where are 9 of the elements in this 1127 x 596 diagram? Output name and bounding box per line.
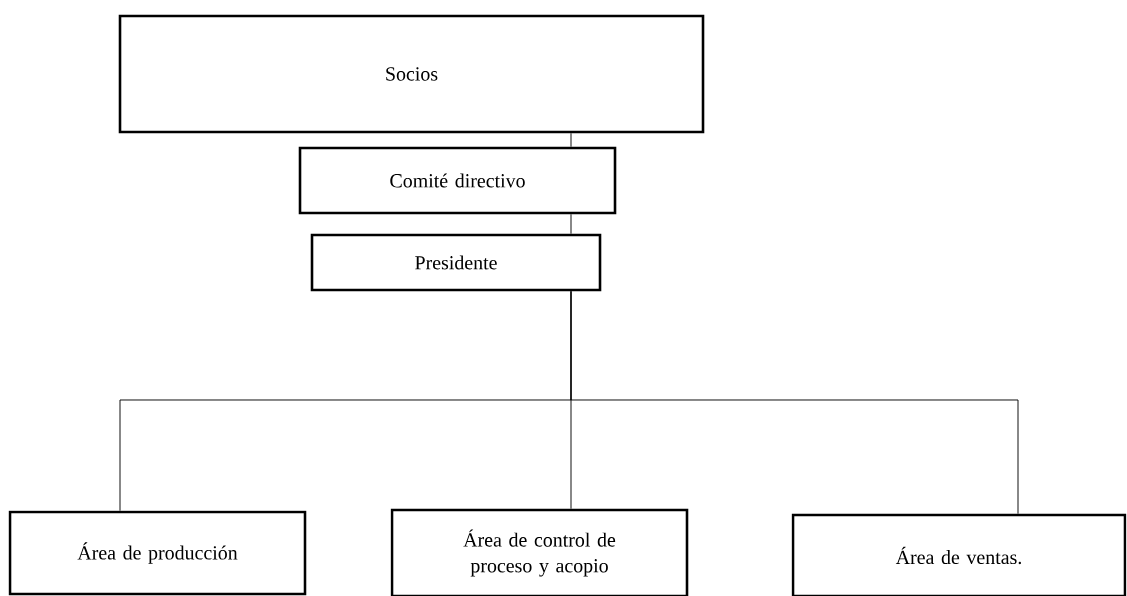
org-box: Área de producción	[8, 510, 307, 596]
org-box: Presidente	[310, 233, 602, 292]
connector-line	[570, 290, 1019, 515]
org-box: Socios	[118, 14, 705, 134]
connector-line	[570, 213, 572, 235]
connector-line	[570, 132, 572, 148]
org-box: Área de ventas.	[791, 513, 1127, 596]
org-box: Comité directivo	[298, 146, 617, 215]
org-box: Área de control de proceso y acopio	[390, 508, 689, 596]
